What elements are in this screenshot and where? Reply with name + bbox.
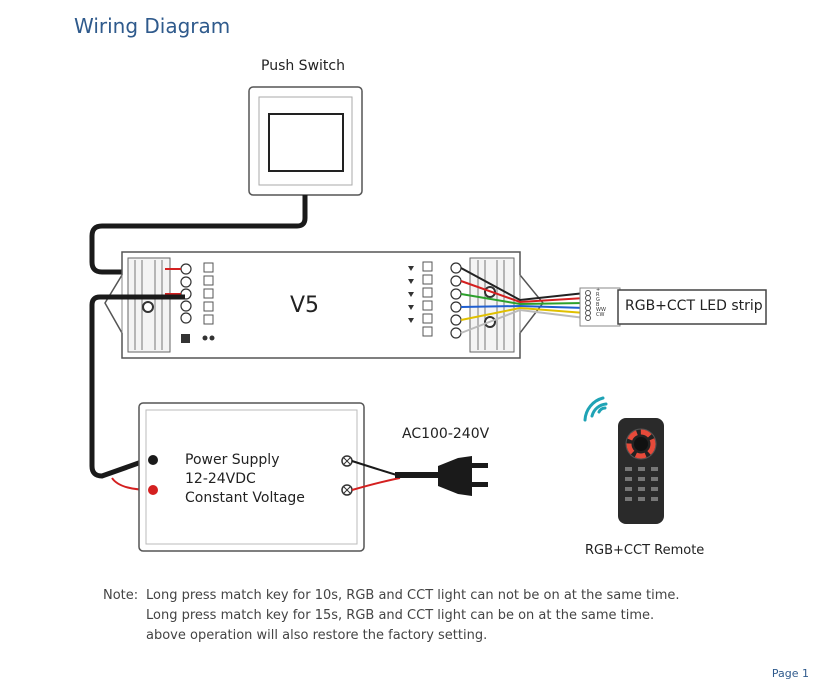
note-line: Long press match key for 10s, RGB and CC… [146,588,680,603]
note: Note: Long press match key for 10s, RGB a… [103,586,680,646]
strip-pin: + [596,287,601,293]
note-line: above operation will also restore the fa… [146,628,488,643]
note-line: Long press match key for 15s, RGB and CC… [146,608,655,623]
wifi-icon [583,396,608,422]
strip-pin: CW [596,312,605,318]
led-strip-label: RGB+CCT LED strip [625,298,763,314]
strip-pin: B [596,302,600,308]
controller-v5 [104,251,586,359]
strip-pin-labels: + R G B WW CW [596,288,606,318]
strip-pin: R [596,292,600,298]
switch-wire [89,195,308,275]
controller-label: V5 [290,293,320,318]
power-supply [138,402,365,552]
page-title: Wiring Diagram [74,14,231,38]
power-supply-label: Power Supply 12-24VDC Constant Voltage [185,451,305,508]
push-switch [248,86,363,196]
page-number: Page 1 [771,667,809,680]
push-switch-label: Push Switch [261,58,345,74]
led-strip [579,287,767,327]
power-supply-line1: Power Supply [185,452,280,468]
ac-plug [351,456,488,496]
remote [618,418,664,524]
note-key: Note: [103,588,139,603]
power-supply-line3: Constant Voltage [185,490,305,506]
remote-label: RGB+CCT Remote [585,543,705,558]
strip-pin: G [596,297,600,303]
power-wire-black [89,294,185,479]
strip-pin: WW [596,307,606,313]
ac-voltage-label: AC100-240V [402,426,490,442]
power-supply-line2: 12-24VDC [185,471,256,487]
